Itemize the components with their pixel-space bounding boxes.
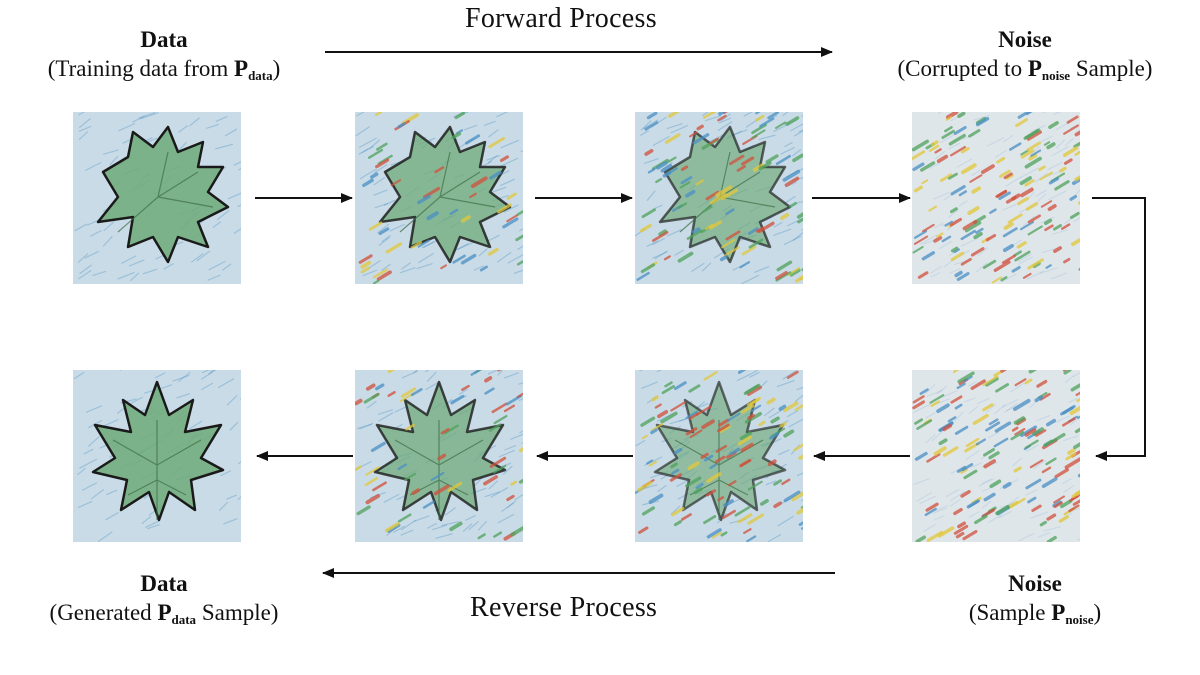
top-left-subtitle: (Training data from Pdata) xyxy=(47,55,281,83)
top-left-label: Data (Training data from Pdata) xyxy=(14,26,314,84)
tile-forward-step-1 xyxy=(355,112,523,284)
forward-process-label: Forward Process xyxy=(465,3,657,34)
bottom-right-title: Noise xyxy=(1008,571,1062,596)
bottom-right-label: Noise (Sample Pnoise) xyxy=(920,570,1150,628)
top-right-label: Noise (Corrupted to Pnoise Sample) xyxy=(860,26,1190,84)
top-left-title: Data xyxy=(140,27,188,52)
bottom-left-title: Data xyxy=(140,571,188,596)
bottom-left-label: Data (Generated Pdata Sample) xyxy=(14,570,314,628)
tile-data-clean xyxy=(73,112,241,284)
tile-reverse-step-1-drawing xyxy=(635,370,803,542)
tile-data-generated-drawing xyxy=(73,370,241,542)
arrow-connector-right xyxy=(1092,197,1146,461)
tile-reverse-step-2-drawing xyxy=(355,370,523,542)
tile-data-generated xyxy=(73,370,241,542)
bottom-right-subtitle: (Sample Pnoise) xyxy=(968,599,1102,627)
tile-noise-top xyxy=(912,112,1080,284)
tile-forward-step-2-drawing xyxy=(635,112,803,284)
tile-reverse-step-1 xyxy=(635,370,803,542)
top-right-subtitle: (Corrupted to Pnoise Sample) xyxy=(897,55,1153,83)
tile-noise-top-drawing xyxy=(912,112,1080,284)
tile-reverse-step-2 xyxy=(355,370,523,542)
tile-noise-bottom xyxy=(912,370,1080,542)
bottom-left-subtitle: (Generated Pdata Sample) xyxy=(49,599,279,627)
tile-data-clean-drawing xyxy=(73,112,241,284)
reverse-process-label: Reverse Process xyxy=(470,592,658,623)
tile-forward-step-1-drawing xyxy=(355,112,523,284)
tile-noise-bottom-drawing xyxy=(912,370,1080,542)
tile-forward-step-2 xyxy=(635,112,803,284)
top-right-title: Noise xyxy=(998,27,1052,52)
